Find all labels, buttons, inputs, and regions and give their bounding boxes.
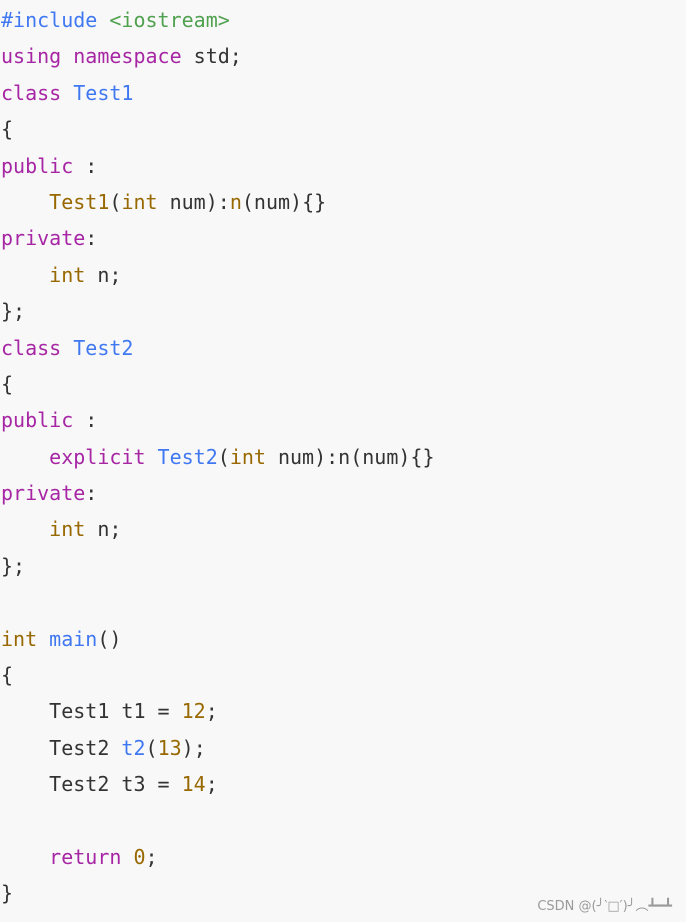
code-token-kw: namespace bbox=[73, 44, 182, 69]
code-line: Test2 t3 = 14; bbox=[0, 766, 686, 802]
code-line: public : bbox=[0, 402, 686, 438]
code-token-kw: private bbox=[1, 226, 86, 251]
code-token-kw: class bbox=[1, 80, 62, 105]
code-token-plain bbox=[61, 336, 73, 360]
code-token-plain: : bbox=[85, 226, 98, 251]
code-token-type: int bbox=[49, 262, 86, 287]
code-line: } bbox=[0, 875, 686, 911]
code-token-plain: num):n(num){} bbox=[265, 444, 435, 469]
code-token-plain bbox=[37, 627, 49, 651]
code-token-plain bbox=[1, 445, 49, 469]
code-line: public : bbox=[0, 148, 686, 184]
code-line: Test1(int num):n(num){} bbox=[0, 184, 686, 220]
code-token-num: 13 bbox=[157, 735, 182, 760]
code-line: private: bbox=[0, 475, 686, 511]
code-line: { bbox=[0, 366, 686, 402]
code-token-plain bbox=[61, 44, 73, 68]
code-token-plain: Test1 t1 = bbox=[1, 699, 182, 724]
code-token-num: 12 bbox=[181, 699, 206, 724]
code-line bbox=[0, 584, 686, 620]
code-line: int n; bbox=[0, 511, 686, 547]
code-line: int n; bbox=[0, 257, 686, 293]
code-token-plain: n; bbox=[85, 517, 122, 542]
code-line: private: bbox=[0, 220, 686, 256]
code-token-plain bbox=[1, 517, 49, 541]
code-token-title: Test2 bbox=[73, 335, 134, 360]
code-token-plain: num): bbox=[157, 189, 230, 214]
code-line: using namespace std; bbox=[0, 38, 686, 74]
code-token-kw: public bbox=[1, 408, 74, 433]
code-token-type: int bbox=[1, 626, 38, 651]
code-token-plain bbox=[146, 445, 158, 469]
code-token-plain bbox=[61, 81, 73, 105]
code-line: }; bbox=[0, 548, 686, 584]
code-token-plain: : bbox=[73, 153, 98, 178]
code-token-kw: using bbox=[1, 44, 62, 69]
code-token-kw: private bbox=[1, 481, 86, 506]
code-token-plain: n; bbox=[85, 262, 122, 287]
code-line: class Test1 bbox=[0, 75, 686, 111]
code-token-plain: : bbox=[85, 481, 98, 506]
code-token-type: int bbox=[49, 517, 86, 542]
code-line: #include <iostream> bbox=[0, 2, 686, 38]
code-token-plain: () bbox=[97, 626, 122, 651]
code-token-plain: }; bbox=[1, 553, 26, 578]
code-line: return 0; bbox=[0, 839, 686, 875]
code-token-plain bbox=[1, 263, 49, 287]
code-token-plain: { bbox=[1, 117, 14, 142]
code-token-type: n bbox=[229, 189, 242, 214]
code-token-kw: class bbox=[1, 335, 62, 360]
code-line: }; bbox=[0, 293, 686, 329]
code-token-title: t2 bbox=[121, 735, 146, 760]
code-token-title: Test2 bbox=[157, 444, 218, 469]
code-token-num: 0 bbox=[133, 844, 146, 869]
code-token-plain: ; bbox=[205, 772, 218, 797]
code-token-plain: Test2 bbox=[1, 735, 122, 760]
code-token-plain bbox=[1, 845, 49, 869]
code-token-plain: ( bbox=[217, 444, 230, 469]
code-token-kw: return bbox=[49, 844, 122, 869]
code-line: Test1 t1 = 12; bbox=[0, 693, 686, 729]
code-token-title: Test1 bbox=[73, 80, 134, 105]
code-token-num: 14 bbox=[181, 772, 206, 797]
code-token-str: <iostream> bbox=[109, 8, 230, 32]
code-token-plain: ; bbox=[145, 844, 158, 869]
code-token-plain: ); bbox=[181, 735, 206, 760]
code-token-type: Test1 bbox=[49, 189, 110, 214]
code-token-type: int bbox=[229, 444, 266, 469]
code-line: int main() bbox=[0, 621, 686, 657]
code-token-plain: { bbox=[1, 371, 14, 396]
code-line bbox=[0, 803, 686, 839]
csdn-watermark: CSDN @(╯‵□′)╯︵┻━┻ bbox=[537, 899, 672, 914]
code-token-plain bbox=[97, 8, 109, 32]
code-token-title: main bbox=[49, 626, 98, 651]
code-token-plain: Test2 t3 = bbox=[1, 772, 182, 797]
code-line: explicit Test2(int num):n(num){} bbox=[0, 439, 686, 475]
code-token-plain bbox=[121, 845, 133, 869]
code-token-kw: explicit bbox=[49, 444, 146, 469]
code-token-plain: ( bbox=[145, 735, 158, 760]
code-token-plain: { bbox=[1, 663, 14, 688]
code-line: { bbox=[0, 111, 686, 147]
code-line: Test2 t2(13); bbox=[0, 730, 686, 766]
code-token-plain: (num){} bbox=[241, 189, 327, 214]
code-token-plain: ( bbox=[109, 189, 122, 214]
code-token-meta: #include bbox=[1, 8, 98, 32]
code-token-plain: } bbox=[1, 881, 14, 906]
code-token-kw: public bbox=[1, 153, 74, 178]
code-token-plain: ; bbox=[205, 699, 218, 724]
code-token-plain: }; bbox=[1, 299, 26, 324]
code-token-plain: std; bbox=[181, 44, 242, 69]
code-line: { bbox=[0, 657, 686, 693]
code-token-type: int bbox=[121, 189, 158, 214]
code-token-plain: : bbox=[73, 408, 98, 433]
code-token-plain bbox=[1, 190, 49, 214]
code-line: class Test2 bbox=[0, 330, 686, 366]
